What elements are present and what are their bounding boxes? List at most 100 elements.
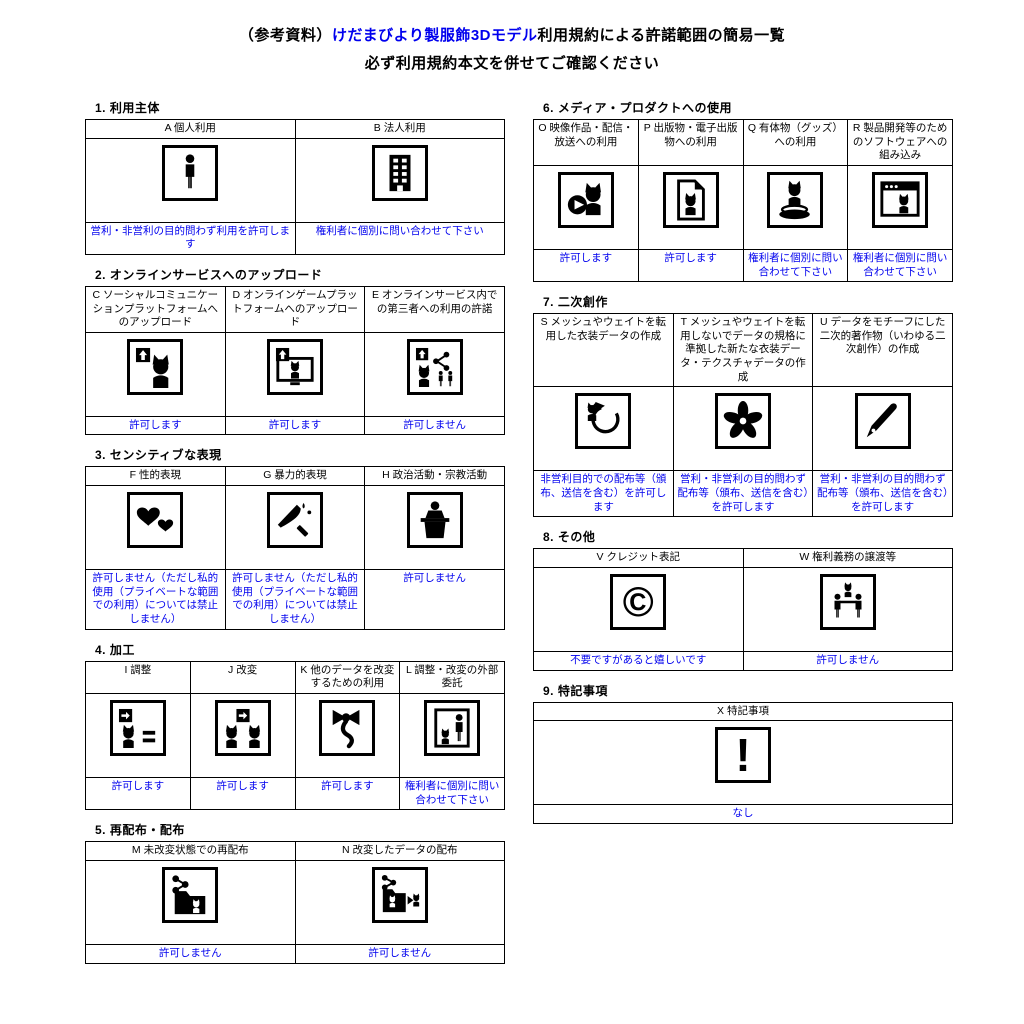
result-text: 非営利目的での配布等（頒布、送信を含む）を許可します: [533, 470, 674, 518]
col-header: S メッシュやウェイトを転用した衣装データの作成: [533, 313, 674, 388]
right-column: 6. メディア・プロダクトへの使用 O 映像作品・配信・放送への利用 P 出版物…: [533, 99, 953, 975]
section-table: A 個人利用 B 法人利用: [85, 119, 505, 255]
result-text: 営利・非営利の目的問わず配布等（頒布、送信を含む）を許可します: [672, 470, 814, 518]
col-header: B 法人利用: [294, 119, 505, 139]
result-text: 権利者に個別に問い合わせて下さい: [742, 248, 849, 283]
col-header: X 特記事項: [533, 701, 953, 722]
knife-icon: [266, 492, 323, 549]
section-table: S メッシュやウェイトを転用した衣装データの作成 T メッシュやウェイトを転用し…: [533, 313, 953, 518]
col-header: R 製品開発等のためのソフトウェアへの組み込み: [847, 119, 953, 166]
copyright-icon: ©: [610, 573, 667, 630]
result-text: 許可しません（ただし私的使用（プライベートな範囲での利用）については禁止しません…: [224, 569, 366, 630]
col-header: P 出版物・電子出版物への利用: [637, 119, 744, 166]
section-title: 5. 再配布・配布: [95, 823, 185, 838]
upload-social-icon: [127, 338, 184, 395]
section-title: 1. 利用主体: [95, 101, 160, 115]
pen-icon: [854, 393, 911, 450]
result-text: 営利・非営利の目的問わず配布等（頒布、送信を含む）を許可します: [812, 470, 953, 518]
section-sensitive-expression: 3. センシティブな表現 F 性的表現 G 暴力的表現 H 政治活動・宗教活動: [85, 446, 505, 630]
section-title: 2. オンラインサービスへのアップロード: [95, 267, 323, 282]
result-text: 許可しません（ただし私的使用（プライベートな範囲での利用）については禁止しません…: [85, 569, 226, 630]
section-title: 6. メディア・プロダクトへの使用: [543, 101, 733, 115]
result-text: 許可しません: [294, 943, 505, 964]
section-title: 7. 二次創作: [543, 295, 608, 310]
transfer-rights-icon: [819, 573, 876, 630]
result-text: 許可します: [294, 776, 401, 811]
col-header: C ソーシャルコミュニケーションプラットフォームへのアップロード: [85, 285, 226, 333]
col-header: Q 有体物（グッズ）への利用: [742, 119, 849, 166]
section-table: F 性的表現 G 暴力的表現 H 政治活動・宗教活動: [85, 466, 505, 630]
section-title: 8. その他: [543, 530, 596, 545]
section-table: I 調整 J 改変 K 他のデータを改変するための利用 L 調整・改変の外部委託: [85, 660, 505, 811]
col-header: O 映像作品・配信・放送への利用: [533, 119, 639, 166]
col-header: D オンラインゲームプラットフォームへのアップロード: [224, 285, 366, 333]
hearts-icon: [127, 492, 184, 549]
result-text: 権利者に個別に問い合わせて下さい: [399, 776, 505, 811]
result-text: 許可します: [224, 415, 366, 436]
section-processing: 4. 加工 I 調整 J 改変 K 他のデータを改変するための利用 L 調整・改…: [85, 641, 505, 811]
exclamation-glyph: !: [735, 729, 751, 782]
result-text: 許可します: [85, 776, 191, 811]
exclamation-icon: !: [715, 727, 771, 784]
result-text: 許可しません: [742, 650, 953, 671]
col-header: T メッシュやウェイトを転用しないでデータの規格に準拠した新たな衣装データ・テク…: [672, 313, 814, 388]
modify-icon: [214, 699, 271, 756]
section-redistribution: 5. 再配布・配布 M 未改変状態での再配布 N 改変したデータの配布: [85, 821, 505, 964]
section-derivative-works: 7. 二次創作 S メッシュやウェイトを転用した衣装データの作成 T メッシュや…: [533, 293, 953, 518]
col-header: N 改変したデータの配布: [294, 841, 505, 861]
result-text: 不要ですがあると嬉しいです: [533, 650, 744, 671]
section-title: 4. 加工: [95, 642, 135, 657]
col-header: W 権利義務の譲渡等: [742, 548, 953, 568]
result-text: 許可しません: [364, 415, 505, 436]
col-header: E オンラインサービス内での第三者への利用の許諾: [364, 285, 505, 333]
section-table: O 映像作品・配信・放送への利用 P 出版物・電子出版物への利用 Q 有体物（グ…: [533, 119, 953, 283]
section-usage-subject: 1. 利用主体 A 個人利用 B 法人利用: [85, 99, 505, 255]
page-subtitle: 必ず利用規約本文を併せてご確認ください: [364, 55, 660, 72]
col-header: J 改変: [189, 660, 296, 694]
section-media-product: 6. メディア・プロダクトへの使用 O 映像作品・配信・放送への利用 P 出版物…: [533, 99, 953, 283]
content-columns: 1. 利用主体 A 個人利用 B 法人利用: [0, 99, 1024, 975]
col-header: F 性的表現: [85, 466, 226, 487]
result-text: 権利者に個別に問い合わせて下さい: [294, 221, 505, 255]
section-other: 8. その他 V クレジット表記 W 権利義務の譲渡等 ©: [533, 528, 953, 671]
bow-icon: [319, 699, 376, 756]
result-text: 許可しません: [364, 569, 505, 630]
goods-figure-icon: [767, 171, 824, 228]
col-header: V クレジット表記: [533, 548, 744, 568]
flower-icon: [714, 393, 771, 450]
col-header: U データをモチーフにした二次的著作物（いわゆる二次創作）の作成: [812, 313, 953, 388]
result-text: 許可します: [533, 248, 639, 283]
title-prefix: （参考資料）: [238, 27, 332, 44]
section-title: 3. センシティブな表現: [95, 448, 222, 463]
person-icon: [162, 144, 219, 201]
page-title: （参考資料）けだまびより製服飾3Dモデル利用規約による許諾範囲の簡易一覧: [0, 24, 1024, 45]
left-column: 1. 利用主体 A 個人利用 B 法人利用: [85, 99, 505, 975]
result-text: 許可します: [189, 776, 296, 811]
copyright-glyph: ©: [622, 577, 654, 625]
result-text: なし: [533, 804, 953, 824]
podium-icon: [406, 492, 463, 549]
col-header: H 政治活動・宗教活動: [364, 466, 505, 487]
section-table: V クレジット表記 W 権利義務の譲渡等 ©: [533, 548, 953, 671]
recycle-cat-icon: [575, 393, 632, 450]
section-online-upload: 2. オンラインサービスへのアップロード C ソーシャルコミュニケーションプラッ…: [85, 266, 505, 436]
software-window-icon: [872, 171, 929, 228]
upload-game-icon: [266, 338, 323, 395]
title-suffix: 利用規約による許諾範囲の簡易一覧: [537, 27, 786, 44]
col-header: G 暴力的表現: [224, 466, 366, 487]
section-table: C ソーシャルコミュニケーションプラットフォームへのアップロード D オンライン…: [85, 285, 505, 436]
result-text: 許可します: [85, 415, 226, 436]
col-header: L 調整・改変の外部委託: [399, 660, 505, 694]
share-modified-icon: [371, 866, 428, 923]
col-header: K 他のデータを改変するための利用: [294, 660, 401, 694]
publication-icon: [662, 171, 719, 228]
col-header: M 未改変状態での再配布: [85, 841, 296, 861]
section-title: 9. 特記事項: [543, 683, 608, 698]
video-play-icon: [557, 171, 614, 228]
title-highlight: けだまびより製服飾3Dモデル: [331, 27, 538, 44]
col-header: A 個人利用: [85, 119, 296, 139]
adjust-icon: [109, 699, 166, 756]
result-text: 許可しません: [85, 943, 296, 964]
section-table: X 特記事項 ! なし: [533, 701, 953, 824]
